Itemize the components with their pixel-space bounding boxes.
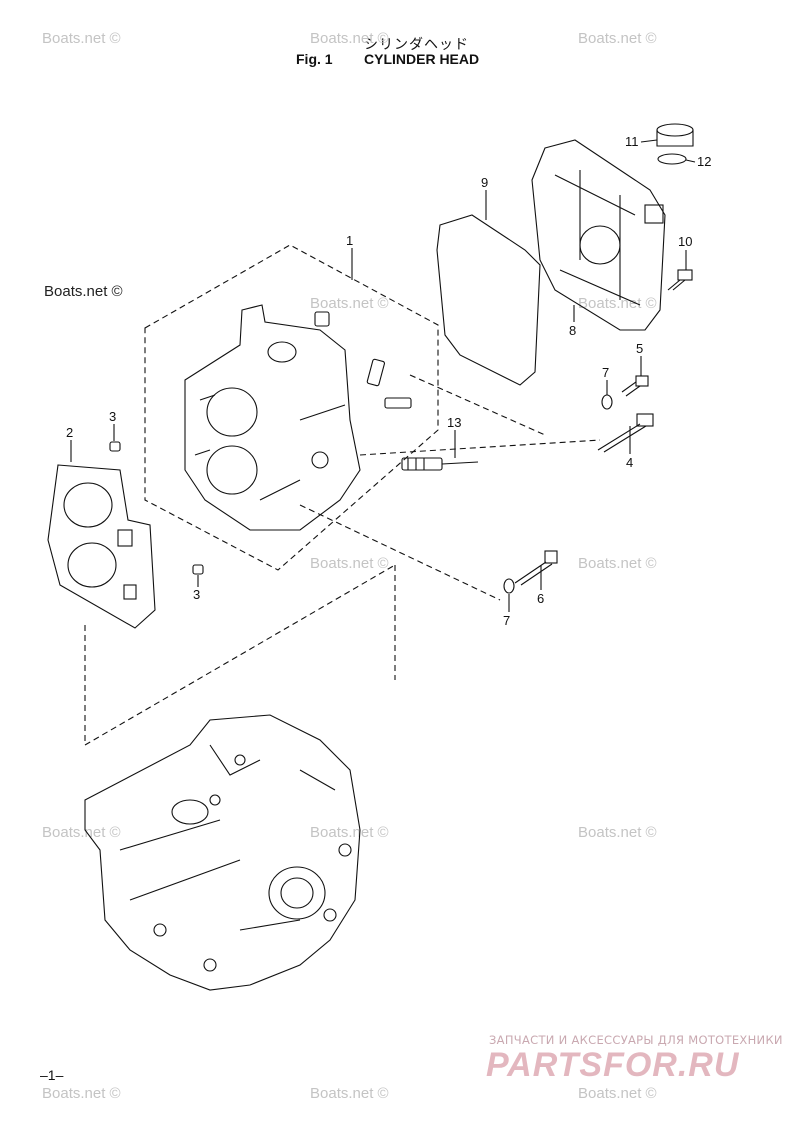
callout-3: 3 bbox=[193, 587, 200, 602]
cover-bolt bbox=[667, 269, 693, 291]
short-bolt bbox=[621, 375, 649, 397]
dowel-pin bbox=[192, 564, 204, 575]
crankcase-block bbox=[84, 714, 361, 991]
watermark: Boats.net © bbox=[44, 283, 123, 300]
callout-10: 10 bbox=[678, 234, 692, 249]
watermark: Boats.net © bbox=[310, 30, 389, 47]
callout-3: 3 bbox=[109, 409, 116, 424]
callout-11: 11 bbox=[625, 134, 639, 149]
o-ring bbox=[657, 153, 687, 165]
figure-number: Fig. 1 bbox=[296, 51, 333, 67]
long-bolt bbox=[597, 413, 654, 453]
crankcase-dashed-leader bbox=[84, 564, 396, 746]
callout-5: 5 bbox=[636, 341, 643, 356]
washer bbox=[601, 394, 613, 410]
washer bbox=[503, 578, 515, 594]
oil-filler-cap bbox=[656, 123, 694, 147]
cylinder-head bbox=[184, 304, 361, 531]
watermark: Boats.net © bbox=[578, 824, 657, 841]
watermark: Boats.net © bbox=[42, 824, 121, 841]
watermark: Boats.net © bbox=[42, 1085, 121, 1102]
dowel-pin bbox=[109, 441, 121, 452]
head-sleeve bbox=[384, 397, 412, 409]
head-sleeve bbox=[366, 358, 386, 387]
callout-1: 1 bbox=[346, 233, 353, 248]
page-number: –1– bbox=[40, 1067, 64, 1083]
head-sleeve bbox=[314, 311, 330, 327]
callout-8: 8 bbox=[569, 323, 576, 338]
figure-title-japanese: シリンダヘッド bbox=[364, 37, 469, 53]
watermark: Boats.net © bbox=[42, 30, 121, 47]
watermark: Boats.net © bbox=[310, 824, 389, 841]
cover-gasket bbox=[436, 214, 541, 386]
callout-2: 2 bbox=[66, 425, 73, 440]
leader-12 bbox=[685, 159, 696, 163]
callout-4: 4 bbox=[626, 455, 633, 470]
callout-13: 13 bbox=[447, 415, 461, 430]
watermark: Boats.net © bbox=[310, 295, 389, 312]
callout-9: 9 bbox=[481, 175, 488, 190]
watermark: Boats.net © bbox=[578, 555, 657, 572]
brand-tagline: ЗАПЧАСТИ И АКСЕССУАРЫ ДЛЯ МОТОТЕХНИКИ bbox=[489, 1033, 783, 1047]
head-gasket bbox=[47, 464, 156, 629]
spark-plug bbox=[401, 457, 479, 471]
watermark: Boats.net © bbox=[578, 1085, 657, 1102]
leader-11 bbox=[640, 139, 658, 143]
watermark: Boats.net © bbox=[310, 555, 389, 572]
brand-logo: PARTSFOR.RU bbox=[486, 1046, 740, 1084]
assembly-dashed-outline bbox=[144, 244, 439, 571]
callout-12: 12 bbox=[697, 154, 711, 169]
bolt-dashed-leader bbox=[299, 374, 601, 601]
medium-bolt bbox=[514, 550, 558, 586]
watermark: Boats.net © bbox=[578, 30, 657, 47]
watermark: Boats.net © bbox=[310, 1085, 389, 1102]
callout-7: 7 bbox=[503, 613, 510, 628]
callout-6: 6 bbox=[537, 591, 544, 606]
watermark: Boats.net © bbox=[578, 295, 657, 312]
figure-title: CYLINDER HEAD bbox=[364, 51, 480, 67]
callout-7: 7 bbox=[602, 365, 609, 380]
cylinder-head-cover bbox=[531, 139, 666, 331]
